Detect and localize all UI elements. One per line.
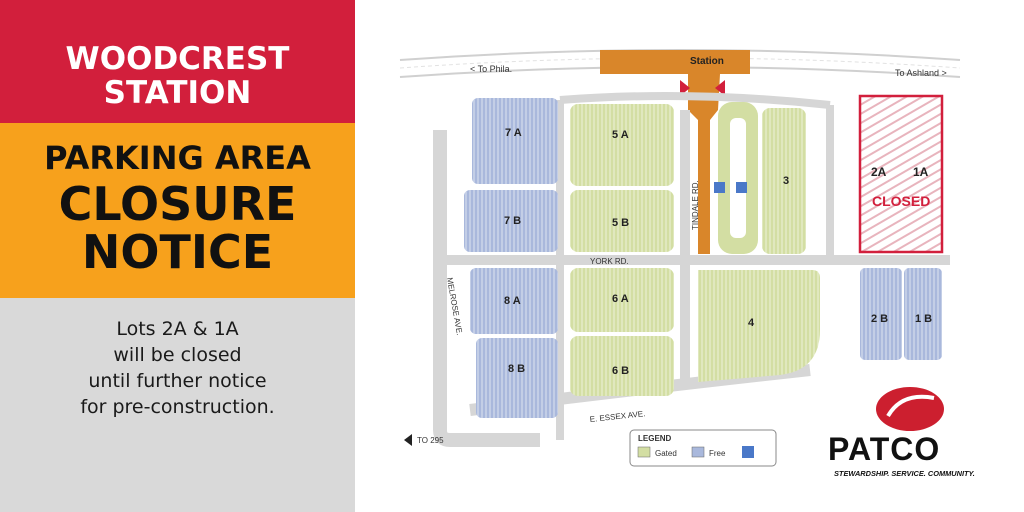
accessible-parking-icon [736, 182, 747, 193]
melrose-road [433, 130, 540, 447]
lot-8b: 8 B [476, 338, 558, 418]
lot-4: 4 [698, 270, 820, 382]
accessible-parking-icon [742, 446, 754, 458]
york-label: YORK RD. [590, 257, 629, 266]
station-name-line1: WOODCREST [65, 41, 290, 77]
to-phila-label: < To Phila. [470, 64, 512, 74]
lot-8a: 8 A [470, 268, 558, 334]
closure-banner: PARKING AREA CLOSURE NOTICE [0, 123, 355, 298]
to295-label: TO 295 [417, 436, 444, 445]
svg-text:6 B: 6 B [612, 365, 629, 377]
svg-text:7 A: 7 A [505, 127, 522, 139]
message-line3: until further notice [88, 370, 267, 392]
patco-swoosh [886, 394, 935, 418]
svg-text:6 A: 6 A [612, 293, 629, 305]
legend-gated-swatch [637, 446, 651, 458]
legend: LEGEND Gated Free [629, 429, 777, 467]
message-line1: Lots 2A & 1A [116, 318, 239, 340]
svg-text:7 B: 7 B [504, 215, 521, 227]
patco-wordmark: PATCO [828, 431, 940, 467]
message-line4: for pre-construction. [80, 396, 275, 418]
lot-5b: 5 B [570, 190, 674, 252]
svg-text:5 B: 5 B [612, 217, 629, 229]
svg-text:8 B: 8 B [508, 363, 525, 375]
svg-text:4: 4 [748, 317, 755, 329]
notice-line1: PARKING AREA [44, 139, 311, 177]
patco-emblem [876, 387, 944, 431]
notice-line2: CLOSURE [58, 177, 297, 231]
station-walkway [688, 74, 720, 254]
north-road [559, 92, 831, 109]
lot-7b: 7 B [464, 190, 558, 252]
lot-5a: 5 A [570, 104, 674, 186]
lot-2b: 2 B [860, 268, 902, 360]
arrow-left-icon [404, 434, 412, 446]
legend-free-swatch [691, 446, 705, 458]
station-name-line2: STATION [103, 75, 252, 111]
tindale-label: TINDALE RD. [691, 180, 700, 230]
melrose-label: MELROSE AVE. [445, 277, 464, 336]
station-label: Station [690, 56, 724, 67]
lot-6a: 6 A [570, 268, 674, 332]
entrance-arrow-icon [680, 80, 690, 96]
lot-1a-label: 1A [913, 165, 929, 179]
svg-text:Free: Free [709, 449, 726, 458]
svg-text:Gated: Gated [655, 449, 677, 458]
svg-text:5 A: 5 A [612, 129, 629, 141]
notice-line3: NOTICE [81, 225, 274, 279]
svg-text:1 B: 1 B [915, 313, 932, 325]
message-area: Lots 2A & 1A will be closed until furthe… [0, 298, 355, 512]
lot-3: 3 [762, 108, 806, 254]
lot-6b: 6 B [570, 336, 674, 396]
station-banner: WOODCREST STATION [0, 0, 355, 123]
lot-7a: 7 A [472, 98, 558, 184]
entrance-arrow-icon [715, 80, 725, 96]
closed-label: CLOSED [872, 193, 930, 209]
svg-text:LEGEND: LEGEND [638, 434, 672, 443]
to-ashland-label: To Ashland > [895, 68, 947, 78]
svg-text:8 A: 8 A [504, 295, 521, 307]
accessible-parking-icon [714, 182, 725, 193]
message-line2: will be closed [113, 344, 242, 366]
closed-lots-2a-1a: 2A 1A CLOSED [858, 94, 944, 254]
station-platform [600, 50, 750, 74]
patco-tagline: STEWARDSHIP. SERVICE. COMMUNITY. [834, 469, 975, 478]
lot-1b: 1 B [904, 268, 942, 360]
svg-text:2 B: 2 B [871, 313, 888, 325]
lot-tindale-east [718, 102, 758, 254]
svg-text:3: 3 [783, 175, 789, 187]
patco-logo: PATCO STEWARDSHIP. SERVICE. COMMUNITY. [828, 387, 975, 478]
lot-2a-label: 2A [871, 165, 887, 179]
notice-panel: WOODCREST STATION PARKING AREA CLOSURE N… [0, 0, 355, 512]
parking-map: < To Phila. To Ashland > Station TINDALE… [399, 49, 961, 467]
essex-label: E. ESSEX AVE. [589, 409, 646, 424]
